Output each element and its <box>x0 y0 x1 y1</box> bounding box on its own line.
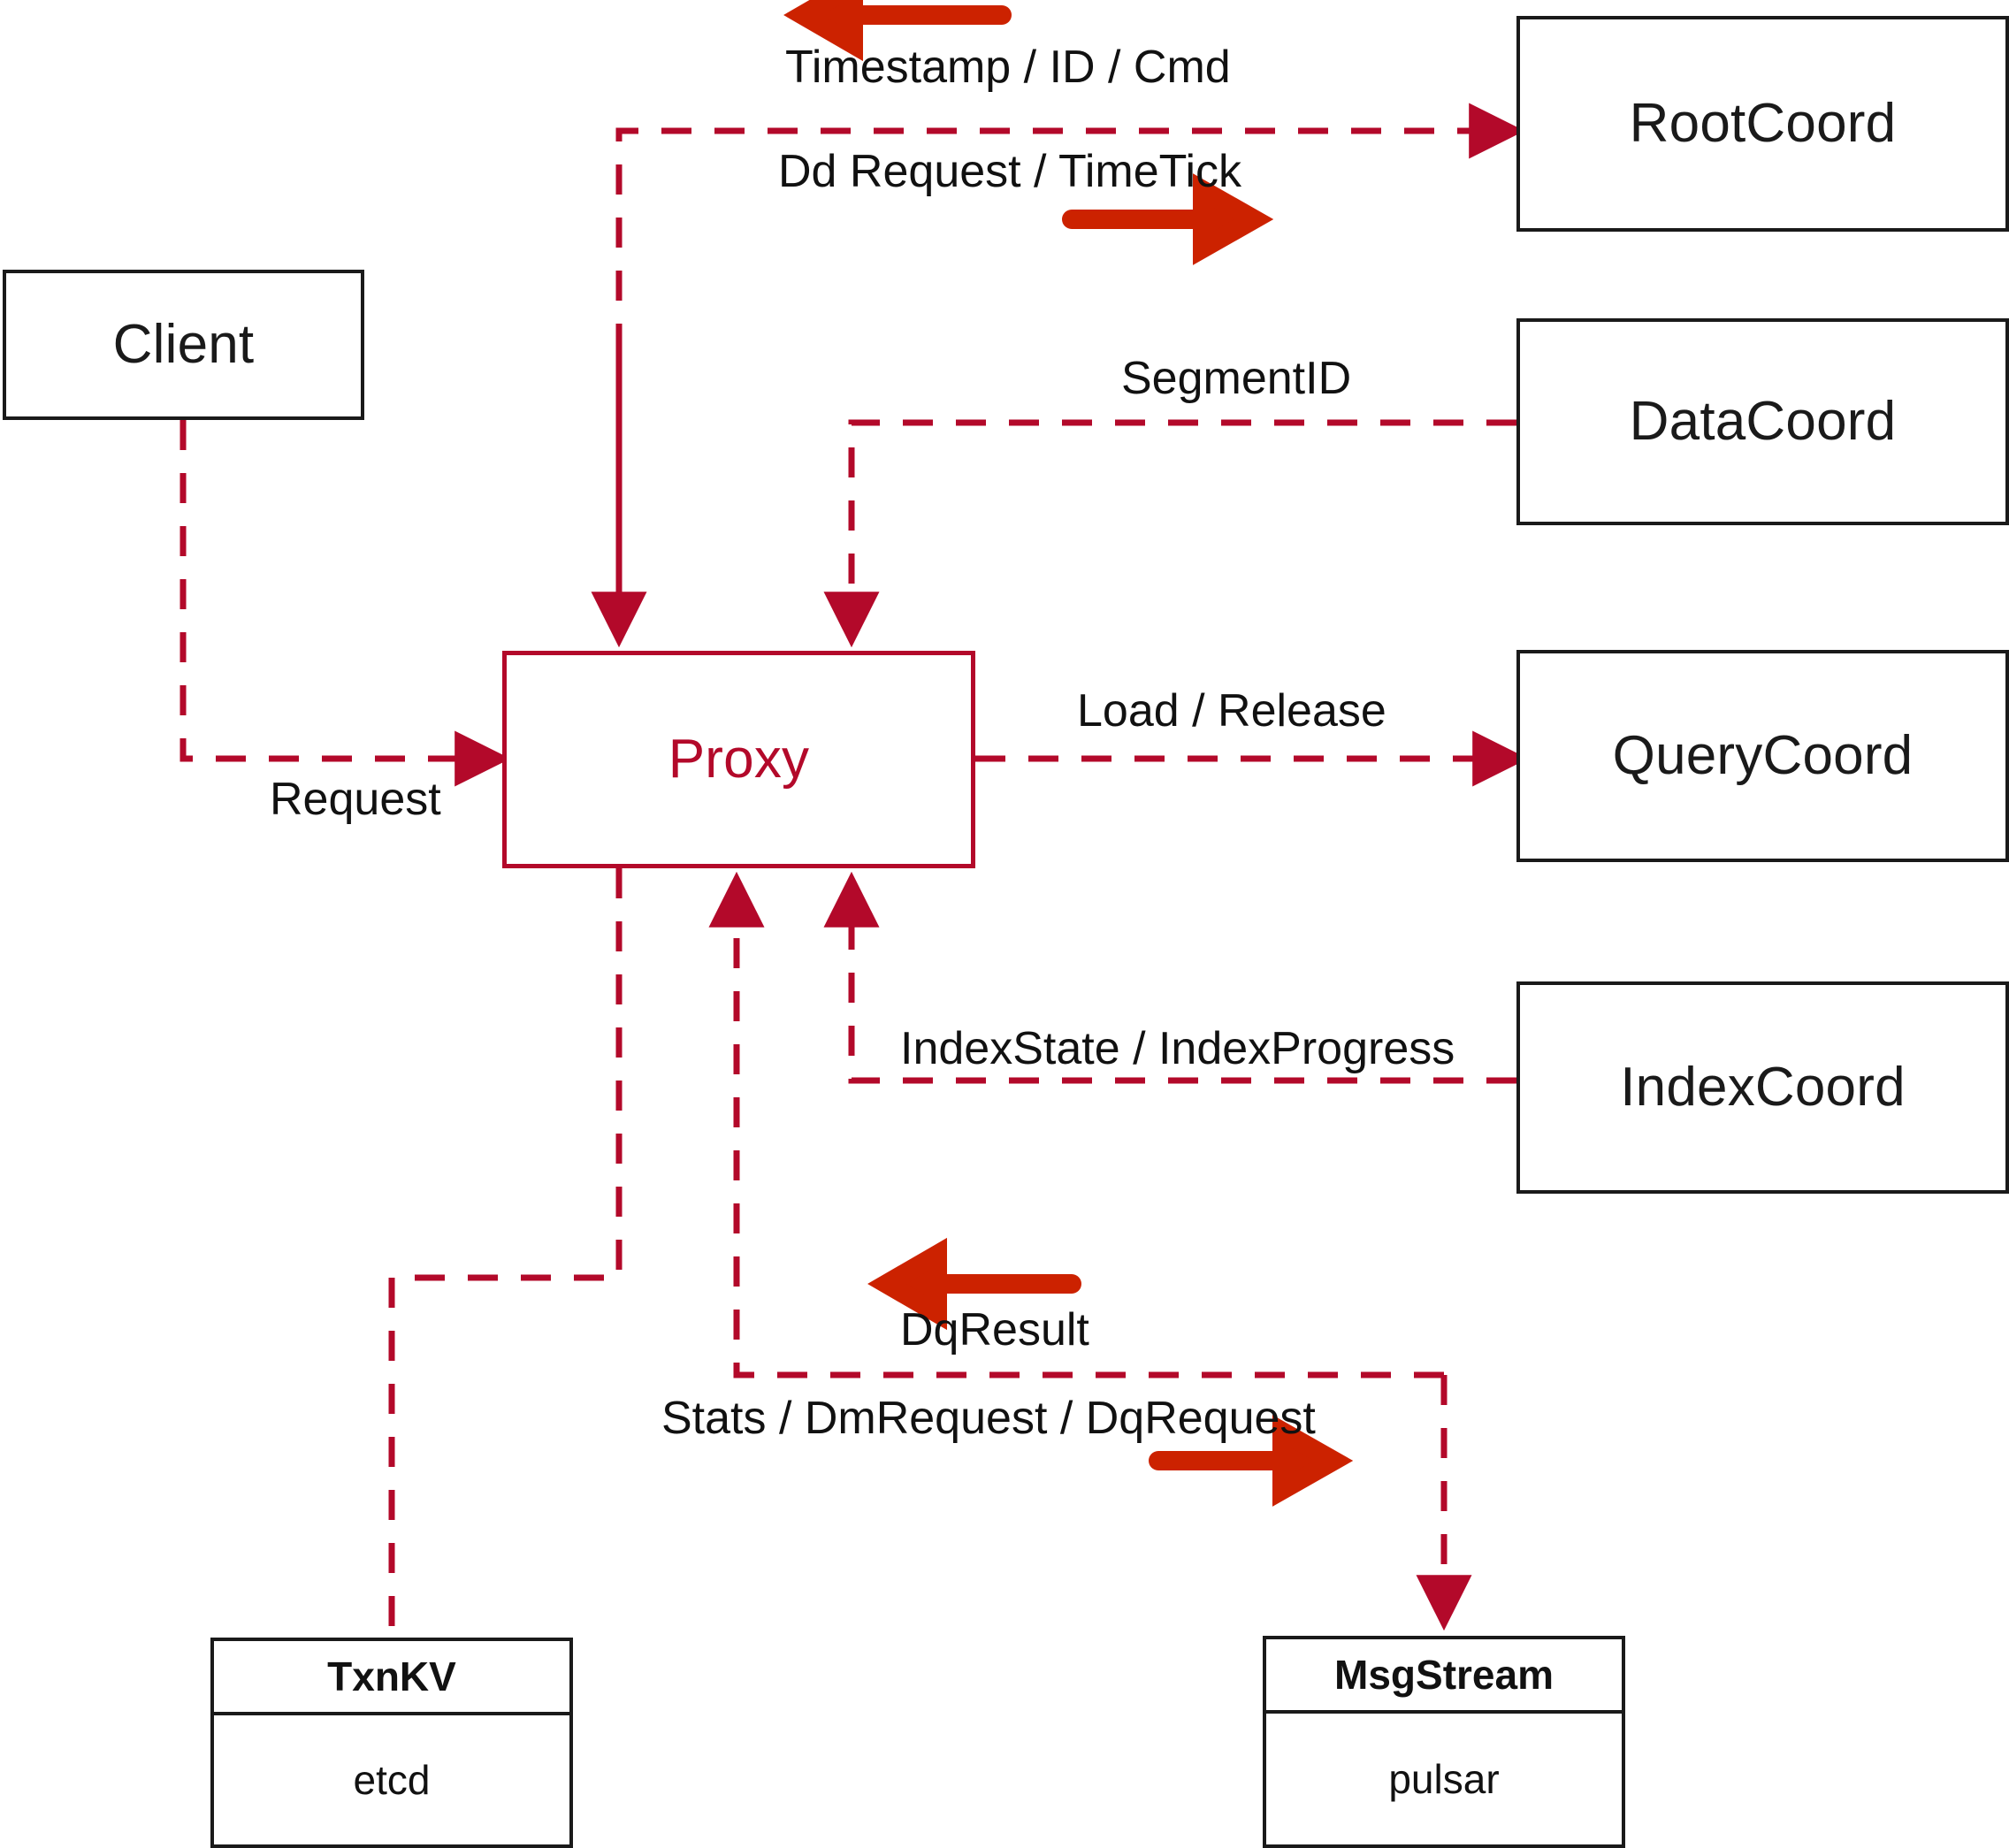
node-indexcoord-label: IndexCoord <box>1620 1057 1906 1118</box>
arrow-timestamp-id-cmd-left <box>783 0 1012 62</box>
edge-label-indexstate-indexprogress: IndexState / IndexProgress <box>900 1023 1455 1074</box>
node-datacoord-label: DataCoord <box>1629 391 1897 452</box>
edge-proxy-to-rootcoord <box>615 103 1525 619</box>
edge-datacoord-to-proxy <box>823 419 1516 648</box>
node-txnkv[interactable]: TxnKV etcd <box>210 1638 573 1848</box>
edge-label-load-release: Load / Release <box>1077 685 1386 737</box>
edge-label-stats-dmrequest-dqrequest: Stats / DmRequest / DqRequest <box>661 1393 1316 1444</box>
edge-label-timestamp-id-cmd: Timestamp / ID / Cmd <box>785 42 1231 93</box>
edge-msgstream-to-proxy <box>708 871 1444 1378</box>
node-txnkv-header: TxnKV <box>214 1641 569 1715</box>
node-msgstream-header: MsgStream <box>1266 1639 1622 1714</box>
edge-label-dd-request-timetick: Dd Request / TimeTick <box>778 146 1242 197</box>
emphasis-arrows <box>783 0 1354 1507</box>
edge-label-dqresult: DqResult <box>900 1304 1089 1355</box>
edge-client-to-proxy <box>180 420 511 787</box>
node-msgstream-body: pulsar <box>1388 1756 1500 1802</box>
node-client-label: Client <box>112 314 255 375</box>
node-rootcoord[interactable]: RootCoord <box>1516 16 2009 232</box>
node-querycoord[interactable]: QueryCoord <box>1516 650 2009 862</box>
node-proxy[interactable]: Proxy <box>502 651 975 868</box>
edge-label-request: Request <box>270 774 441 825</box>
node-proxy-label: Proxy <box>668 729 810 790</box>
edge-proxy-to-txnkv <box>388 868 623 1638</box>
node-datacoord[interactable]: DataCoord <box>1516 318 2009 525</box>
node-indexcoord[interactable]: IndexCoord <box>1516 981 2009 1194</box>
node-txnkv-body: etcd <box>353 1757 431 1803</box>
arrow-dqresult-left <box>867 1237 1081 1331</box>
edge-label-segmentid: SegmentID <box>1121 353 1352 404</box>
arrow-dd-request-timetick-right <box>1062 173 1274 265</box>
arrow-stats-dmrequest-dqrequest-right <box>1149 1415 1354 1507</box>
node-client[interactable]: Client <box>3 270 364 420</box>
node-rootcoord-label: RootCoord <box>1629 93 1897 154</box>
node-querycoord-label: QueryCoord <box>1612 725 1914 786</box>
node-msgstream[interactable]: MsgStream pulsar <box>1263 1636 1625 1848</box>
edge-indexcoord-to-proxy <box>823 871 1516 1084</box>
